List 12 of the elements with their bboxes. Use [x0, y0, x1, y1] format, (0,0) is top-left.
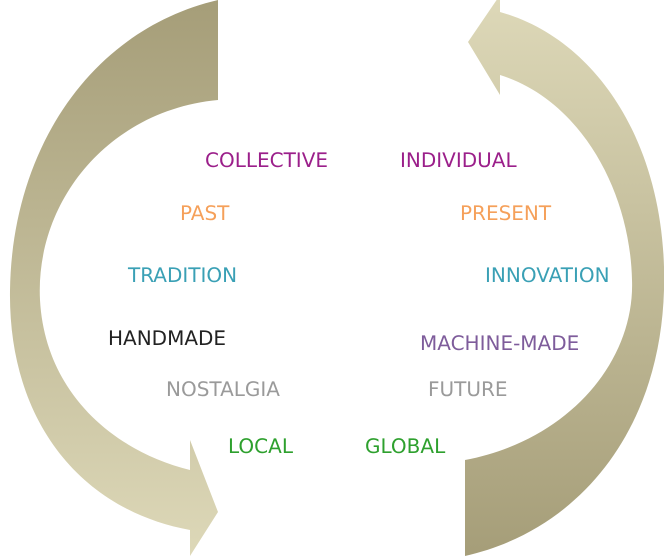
word-label: HANDMADE [108, 326, 226, 350]
word-label: COLLECTIVE [205, 148, 328, 172]
word-label: INNOVATION [485, 263, 610, 287]
word-label: LOCAL [228, 434, 293, 458]
word-label: PRESENT [460, 201, 552, 225]
word-label: GLOBAL [365, 434, 446, 458]
word-label: PAST [180, 201, 230, 225]
word-label: NOSTALGIA [166, 377, 280, 401]
word-label: TRADITION [128, 263, 238, 287]
word-label: FUTURE [428, 377, 508, 401]
word-label: MACHINE-MADE [420, 331, 580, 355]
word-label: INDIVIDUAL [400, 148, 517, 172]
